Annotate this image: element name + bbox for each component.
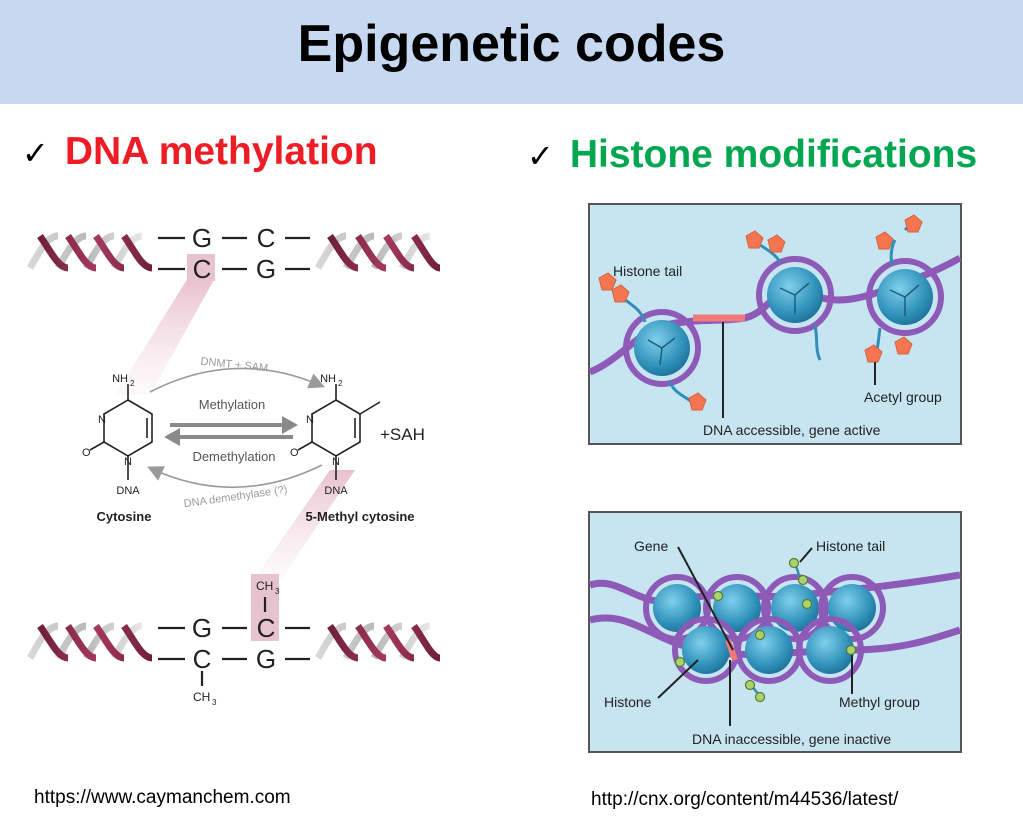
methyl-groups [674, 557, 857, 703]
methyl-cytosine-structure [297, 384, 381, 480]
left-source-link[interactable]: https://www.caymanchem.com [34, 787, 291, 808]
base-c: C [257, 613, 276, 643]
base-g: G [256, 644, 276, 674]
n-atom: N [124, 456, 132, 468]
demethylation-arrow-label: Demethylation [192, 449, 275, 464]
o-atom: O [82, 447, 91, 459]
cytosine-structure [89, 384, 153, 480]
nucleosome [866, 258, 944, 336]
nh-label: NH [112, 373, 128, 385]
highlight-beam [115, 278, 215, 395]
sub-2: 2 [130, 379, 135, 388]
dna-helix-top-right [314, 232, 441, 272]
dna-inaccessible-label: DNA inaccessible, gene inactive [692, 731, 891, 747]
equilibrium-arrows [164, 416, 298, 446]
histone-active-panel: Histone tail Acetyl group DNA accessible… [588, 203, 962, 445]
histone-modifications-label: Histone modifications [569, 133, 978, 176]
check-icon: ✓ [527, 137, 554, 175]
highlight-beam [255, 470, 355, 578]
n-atom: N [98, 414, 106, 426]
methylation-site-highlight [187, 254, 215, 281]
ch-label: CH [193, 690, 210, 704]
methyl-cytosine-name: 5-Methyl cytosine [305, 509, 414, 524]
base-g: G [192, 613, 212, 643]
sub-3: 3 [275, 587, 280, 596]
reverse-arc-arrow [147, 464, 323, 489]
methyl-group-label: Methyl group [839, 694, 920, 710]
title-band [0, 0, 1023, 104]
methylation-arrow-label: Methylation [199, 397, 265, 412]
sub-3: 3 [212, 698, 217, 707]
acetyl-groups [598, 214, 923, 411]
dna-methylation-label: DNA methylation [64, 130, 378, 173]
base-g: G [192, 223, 212, 253]
dna-helix-top-left [26, 232, 153, 272]
slide-title: Epigenetic codes [297, 15, 726, 73]
sub-2: 2 [338, 379, 343, 388]
o-atom: O [290, 447, 299, 459]
check-icon: ✓ [22, 134, 49, 172]
acetyl-group-label: Acetyl group [864, 389, 942, 405]
dna-methylation-heading: ✓ DNA methylation [22, 130, 378, 174]
nucleosome [756, 256, 834, 334]
histone-modifications-heading: ✓ Histone modifications [527, 133, 977, 177]
ch-label: CH [256, 579, 273, 593]
dna-helix-bottom-left [26, 622, 153, 662]
dna-label: DNA [116, 485, 140, 497]
base-c: C [257, 223, 276, 253]
dna-label: DNA [324, 485, 348, 497]
dna-helix-bottom-right [314, 622, 441, 662]
gene-label: Gene [634, 538, 668, 554]
cytosine-name: Cytosine [97, 509, 152, 524]
base-c: C [193, 254, 212, 284]
histone-tail-label: Histone tail [613, 263, 682, 279]
nucleosome [623, 309, 701, 387]
nh-label: NH [320, 373, 336, 385]
base-c: C [193, 644, 212, 674]
histone-tail-label: Histone tail [816, 538, 885, 554]
forward-arc-arrow [149, 367, 325, 393]
histone-inactive-panel: Gene Histone tail Histone Methyl group D… [588, 511, 962, 753]
base-g: G [256, 254, 276, 284]
sah-label: +SAH [380, 425, 425, 444]
dna-methylation-diagram: G C C G NH 2 N N O DNA Cytosine NH 2 [26, 223, 441, 707]
dna-accessible-label: DNA accessible, gene active [703, 422, 881, 438]
right-source-link[interactable]: http://cnx.org/content/m44536/latest/ [591, 789, 899, 810]
n-atom: N [332, 456, 340, 468]
n-atom: N [306, 414, 314, 426]
histone-label: Histone [604, 694, 652, 710]
